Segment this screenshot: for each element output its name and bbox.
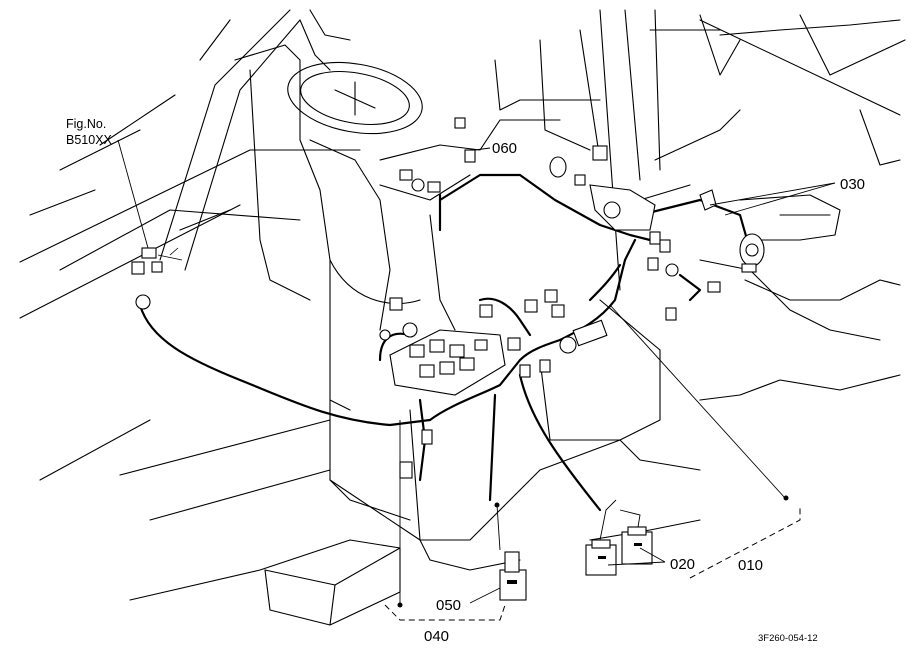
fig-ref-line1: Fig.No.: [66, 117, 106, 131]
connectors: [131, 117, 765, 479]
callout-010: 010: [738, 557, 763, 574]
machine-outline: [19, 9, 906, 626]
callout-050: 050: [436, 597, 461, 614]
figure-reference: Fig.No. B510XX: [66, 117, 113, 147]
leader-lines: [117, 139, 836, 621]
fig-ref-line2: B510XX: [66, 133, 113, 147]
relay-020: [585, 499, 653, 576]
exploded-parts: [499, 499, 653, 601]
callout-020: 020: [670, 556, 695, 573]
flasher-050: [499, 551, 527, 601]
callout-060: 060: [492, 140, 517, 157]
drawing-code: 3F260-054-12: [758, 633, 818, 644]
callout-030: 030: [840, 176, 865, 193]
wiring-harness: [138, 173, 752, 512]
callout-040: 040: [424, 628, 449, 645]
